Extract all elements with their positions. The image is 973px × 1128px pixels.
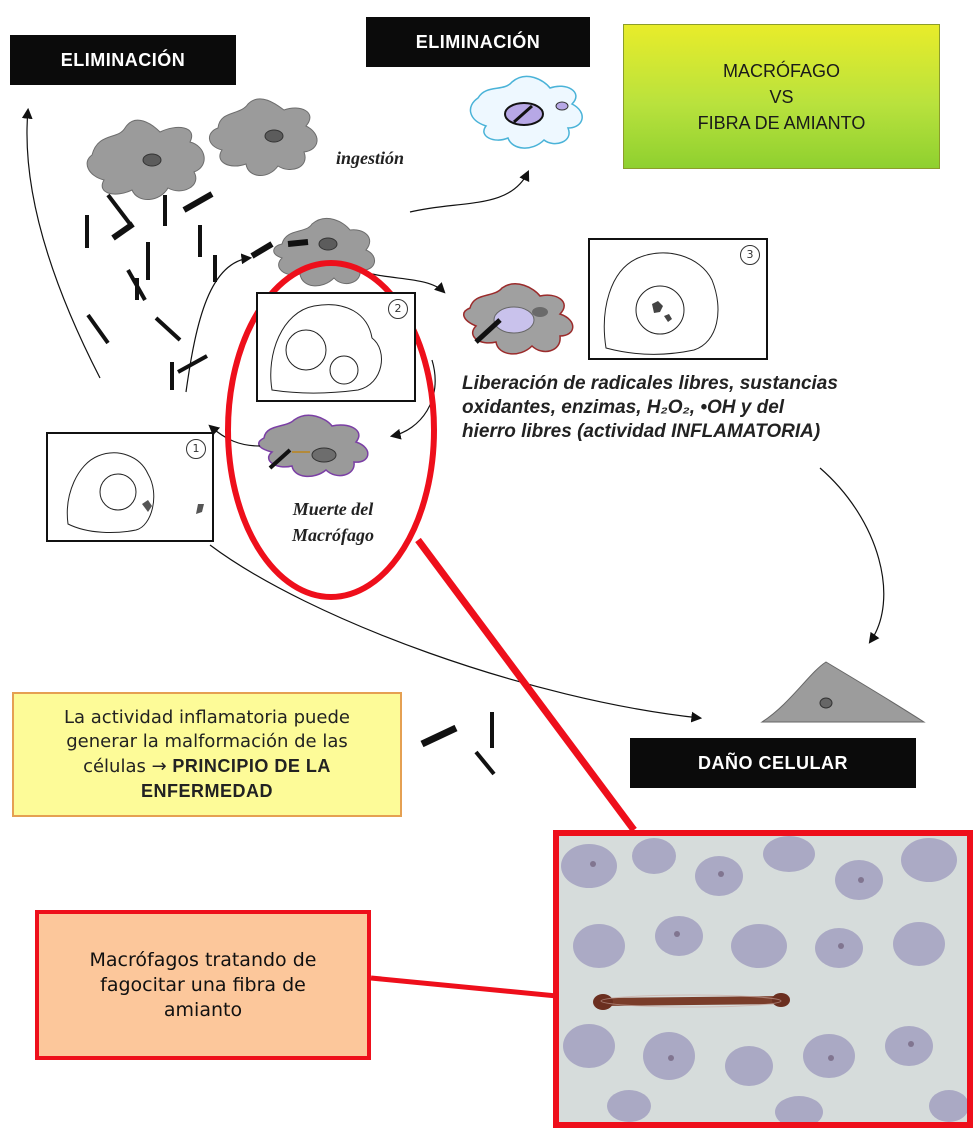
free-radicals-text: Liberación de radicales libres, sustanci… — [462, 372, 972, 444]
micrograph-callout: Macrófagos tratando de fagocitar una fib… — [35, 910, 371, 1060]
cell-damage-label: DAÑO CELULAR — [630, 738, 916, 788]
sketch-panel-2: 2 — [256, 292, 416, 402]
panel-number-1: 1 — [186, 439, 206, 459]
eliminated-cell — [470, 76, 582, 148]
inflammation-line-1: La actividad inflamatoria puede — [64, 706, 350, 730]
callout-line-1: Macrófagos tratando de — [90, 948, 317, 973]
macrophage-cell-1 — [87, 120, 204, 199]
sketch-panel-1: 1 — [46, 432, 214, 542]
inflammation-line-3-text: células → — [83, 756, 167, 777]
free-radicals-line-3: hierro libres (actividad INFLAMATORIA) — [462, 420, 972, 444]
callout-line-2: fagocitar una fibra de — [100, 973, 306, 998]
macrophage-death-line-2: Macrófago — [268, 522, 398, 548]
panel-number-3: 3 — [740, 245, 760, 265]
free-radicals-line-2: oxidantes, enzimas, H₂O₂, •OH y del — [462, 396, 972, 420]
cell-damage-text: DAÑO CELULAR — [698, 753, 848, 774]
macrophage-cell-2 — [209, 99, 317, 176]
dead-macrophage-cell — [259, 415, 368, 476]
ingestion-label: ingestión — [336, 148, 404, 169]
inflammation-line-4-bold: ENFERMEDAD — [141, 779, 273, 803]
inflammation-note: La actividad inflamatoria puede generar … — [12, 692, 402, 817]
macrophage-death-line-1: Muerte del — [268, 496, 398, 522]
sketch-panel-3: 3 — [588, 238, 768, 360]
panel-number-2: 2 — [388, 299, 408, 319]
macrophage-death-label: Muerte del Macrófago — [268, 496, 398, 548]
micrograph-image — [559, 836, 967, 1122]
damaged-cell — [762, 662, 924, 722]
inflammation-line-2: generar la malformación de las — [66, 730, 348, 754]
free-radicals-line-1: Liberación de radicales libres, sustanci… — [462, 372, 972, 396]
macrophage-cell-4 — [464, 284, 573, 354]
callout-line-3: amianto — [164, 998, 242, 1023]
inflammation-line-3: células → PRINCIPIO DE LA — [83, 754, 331, 779]
inflammation-line-3-bold: PRINCIPIO DE LA — [172, 756, 331, 776]
micrograph-photo — [553, 830, 973, 1128]
highlight-pointer-line — [418, 540, 634, 830]
